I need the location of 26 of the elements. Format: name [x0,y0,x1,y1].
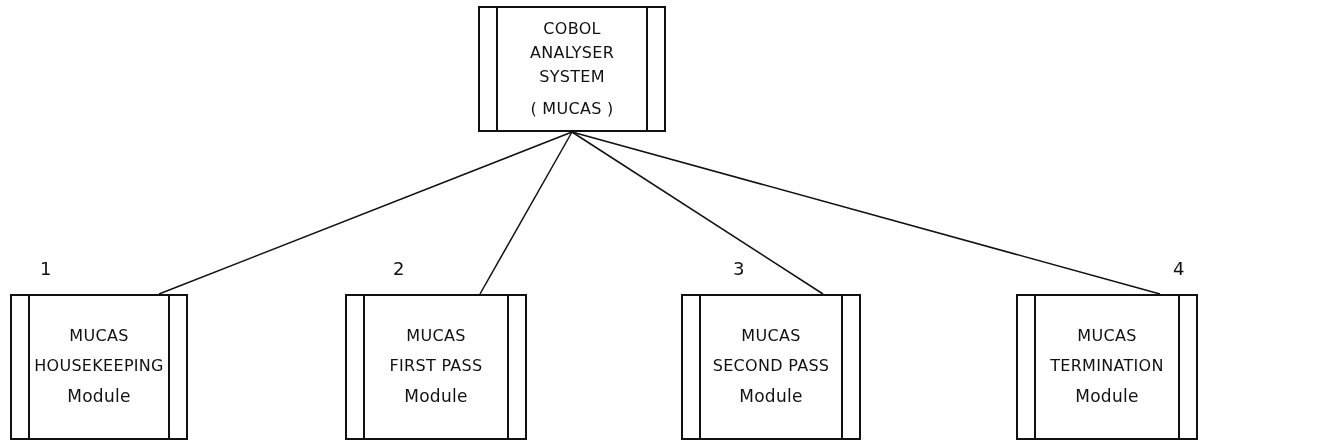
process-box [681,294,861,440]
box-label: HOUSEKEEPING [34,355,164,378]
module-number: 1 [40,258,52,279]
box-label: Module [1075,385,1139,409]
box-label: FIRST PASS [389,355,483,378]
box-label: TERMINATION [1050,355,1164,378]
box-label: Module [739,385,803,409]
process-box [1016,294,1198,440]
connector-line [158,131,573,295]
process-box [478,6,666,132]
box-label: MUCAS [69,325,129,348]
module-number: 3 [733,258,745,279]
module-number: 2 [393,258,405,279]
box-label: MUCAS [741,325,801,348]
process-box [345,294,527,440]
box-label: Module [67,385,131,409]
connector-line [571,131,824,295]
box-label: SECOND PASS [712,355,830,378]
box-label: MUCAS [406,325,466,348]
box-label: MUCAS [1077,325,1137,348]
connector-line [479,131,573,295]
box-label: ( MUCAS ) [530,98,614,120]
box-label: COBOL ANALYSER SYSTEM [528,18,616,88]
module-number: 4 [1173,258,1185,279]
process-box [10,294,188,440]
box-label: Module [404,385,468,409]
